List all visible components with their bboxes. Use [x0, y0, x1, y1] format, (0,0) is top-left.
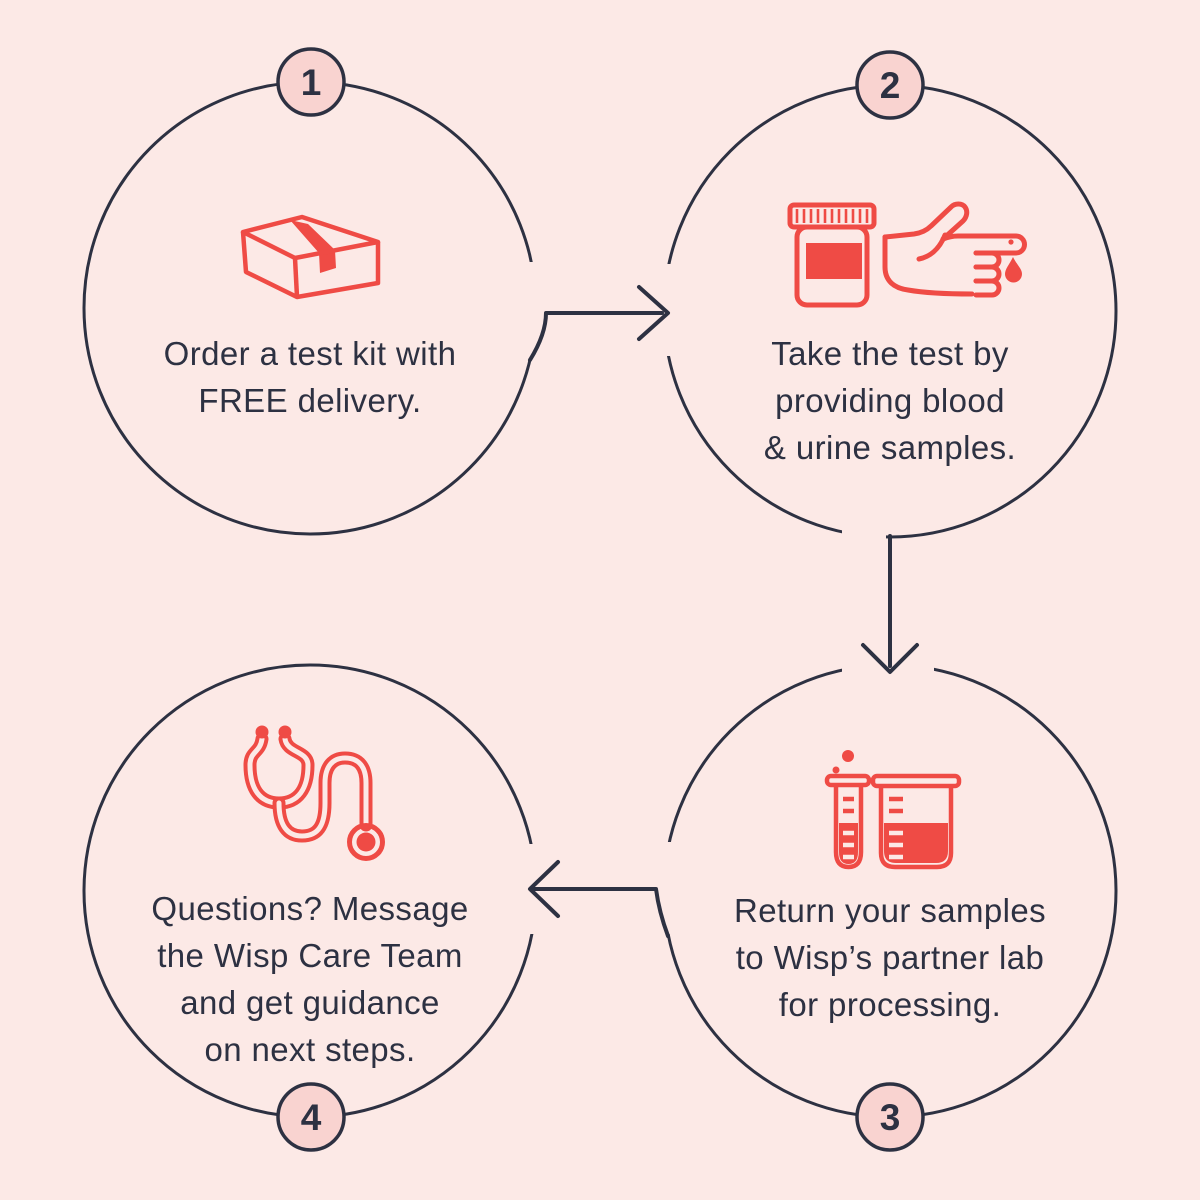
step2-badge: 2 — [855, 50, 925, 120]
stethoscope-tubing — [243, 732, 373, 843]
step2-caption: Take the test by providing blood & urine… — [670, 330, 1110, 471]
stethoscope-icon — [243, 725, 385, 861]
test-tube-and-beaker-icon — [824, 750, 962, 870]
step3-caption: Return your samples to Wisp’s partner la… — [660, 887, 1120, 1028]
tube-lip — [824, 773, 872, 788]
beaker-ticks — [889, 796, 903, 814]
bubble — [832, 766, 840, 774]
caption-line: Return your samples — [733, 892, 1047, 929]
beaker-lip — [870, 773, 962, 789]
hand-thumb-and-index — [882, 201, 1027, 256]
caption-line: FREE delivery. — [198, 382, 422, 419]
step1-number: 1 — [301, 62, 322, 103]
caption-line: Order a test kit with — [163, 335, 457, 372]
caption-line: Questions? Message — [151, 890, 469, 927]
circle-gap — [526, 262, 542, 358]
arrow-step2-to-step3 — [861, 534, 919, 674]
chest-piece-center — [356, 832, 376, 852]
thumb-web-line — [916, 232, 948, 262]
badge-circle — [855, 1082, 925, 1152]
beaker — [870, 773, 962, 870]
caption-line: the Wisp Care Team — [157, 937, 463, 974]
cap-ribs — [795, 209, 869, 223]
arrow-shaft — [530, 887, 670, 938]
arrow-step3-to-step4 — [528, 860, 670, 938]
caption-line: and get guidance — [180, 984, 440, 1021]
finger-prick-dot — [1008, 239, 1014, 245]
test-tube — [824, 773, 872, 870]
arrowhead-down-icon — [861, 643, 919, 674]
badge-circle — [276, 1082, 346, 1152]
badge-circle — [276, 47, 346, 117]
chest-piece-ring — [347, 823, 385, 861]
caption-line: & urine samples. — [763, 429, 1017, 466]
cup-body — [794, 224, 870, 308]
hand-palm — [882, 234, 975, 297]
specimen-cup — [787, 202, 877, 308]
arrow-step1-to-step2 — [528, 285, 670, 362]
box-tape — [290, 220, 336, 273]
tube-body — [833, 785, 864, 870]
step4-caption: Questions? Message the Wisp Care Team an… — [88, 885, 532, 1073]
step3-badge: 3 — [855, 1082, 925, 1152]
arrowhead-left-icon — [528, 860, 560, 918]
arrow-shaft — [528, 311, 664, 362]
caption-line: Take the test by — [771, 335, 1009, 372]
beaker-body — [878, 786, 954, 870]
caption-line: on next steps. — [204, 1031, 416, 1068]
earpiece — [278, 725, 292, 739]
badge-circle — [855, 50, 925, 120]
circle-gap — [842, 524, 886, 542]
circle-gap — [842, 658, 934, 676]
step1-badge: 1 — [276, 47, 346, 117]
specimen-cup-and-finger-prick-icon — [787, 201, 1027, 308]
step1-caption: Order a test kit with FREE delivery. — [90, 330, 530, 424]
tube-ticks — [843, 796, 854, 814]
earpiece — [255, 725, 269, 739]
caption-line: providing blood — [775, 382, 1005, 419]
blood-drop — [1005, 257, 1022, 283]
arrowhead-right-icon — [637, 285, 670, 341]
step3-number: 3 — [880, 1097, 901, 1138]
beaker-ticks-filled — [889, 830, 903, 860]
tube-ticks-filled — [843, 830, 854, 860]
pointing-hand — [882, 201, 1027, 298]
caption-line: for processing. — [778, 986, 1002, 1023]
step4-badge: 4 — [276, 1082, 346, 1152]
bubble — [842, 750, 854, 762]
step2-number: 2 — [880, 65, 901, 106]
caption-line: to Wisp’s partner lab — [735, 939, 1045, 976]
step4-number: 4 — [301, 1097, 322, 1138]
cup-label — [806, 243, 862, 279]
curled-finger — [973, 278, 1002, 298]
box-front-edge — [292, 257, 300, 298]
package-box-icon — [240, 214, 381, 300]
